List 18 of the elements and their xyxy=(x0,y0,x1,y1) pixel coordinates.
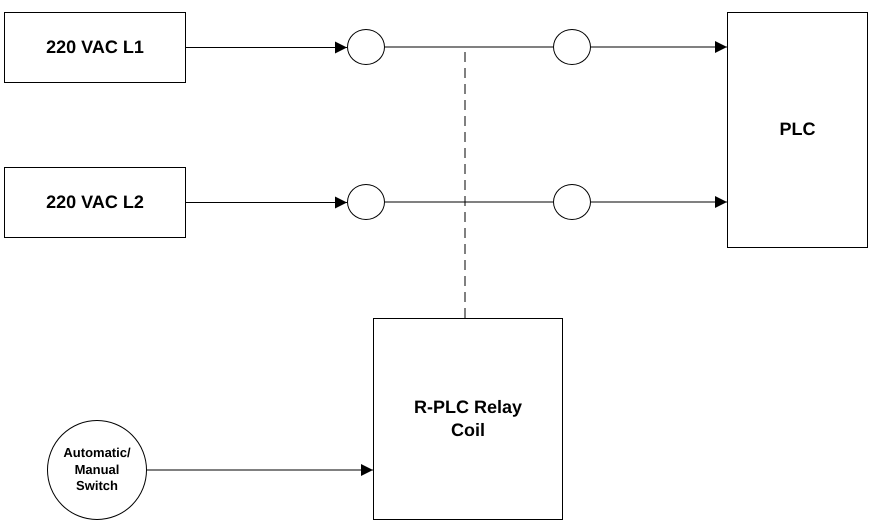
node-label: 220 VAC L2 xyxy=(46,190,144,214)
node-label: 220 VAC L1 xyxy=(46,36,144,59)
arrow xyxy=(146,464,374,476)
arrow xyxy=(590,41,728,53)
arrow xyxy=(590,196,728,208)
node-label: R-PLC Relay Coil xyxy=(412,396,524,442)
contact-oval xyxy=(553,29,591,65)
source-box xyxy=(4,167,186,238)
arrow xyxy=(186,196,348,208)
source-box xyxy=(4,12,186,83)
arrow xyxy=(186,42,348,54)
plc-box xyxy=(727,12,868,248)
contact-oval xyxy=(347,184,385,220)
relay-coil-box xyxy=(373,318,563,520)
node-label: PLC xyxy=(780,118,816,142)
contact-oval xyxy=(347,29,385,65)
contact-oval xyxy=(553,184,591,220)
node-label: Automatic/ Manual Switch xyxy=(62,444,132,496)
